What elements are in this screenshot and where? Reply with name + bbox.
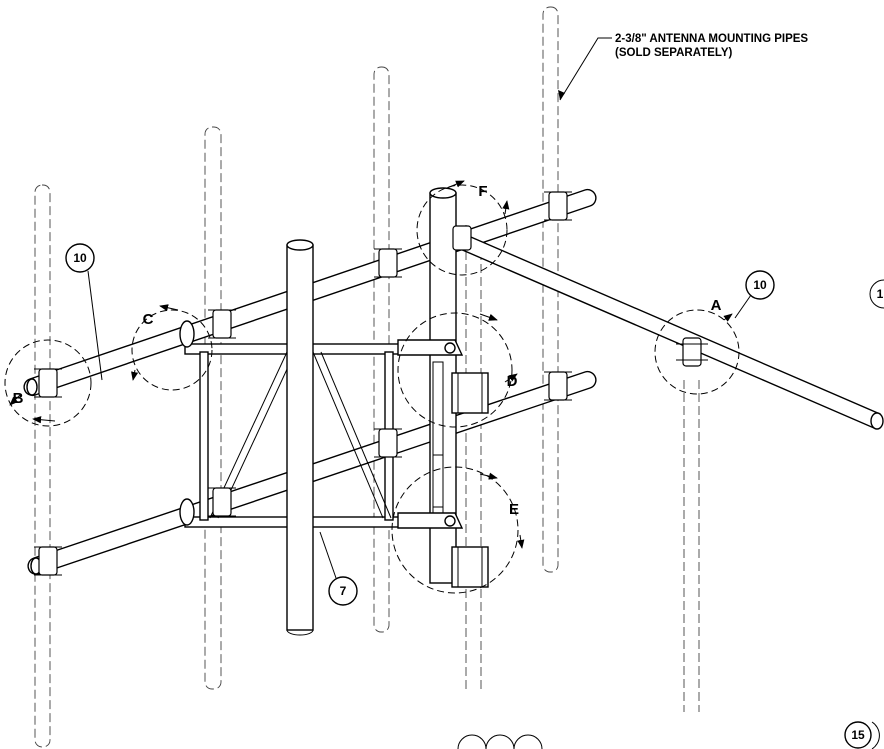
detail-label-f: F xyxy=(478,183,487,200)
callout-mast: 7 xyxy=(319,531,358,606)
antenna-mounting-pipes xyxy=(34,6,700,748)
callout-right-arm: 10 xyxy=(734,270,775,319)
detail-label-c: C xyxy=(143,311,154,328)
pipes-note: 2-3/8" ANTENNA MOUNTING PIPES (SOLD SEPA… xyxy=(558,33,808,101)
detail-label-a: A xyxy=(711,297,722,314)
rotation-arrows xyxy=(9,180,733,549)
svg-text:7: 7 xyxy=(340,584,347,598)
partial-callouts-bottom xyxy=(457,734,543,749)
callout-edge-right: 1 xyxy=(869,279,884,309)
note-line-1: 2-3/8" ANTENNA MOUNTING PIPES xyxy=(615,33,808,45)
detail-circles xyxy=(4,184,740,594)
svg-text:15: 15 xyxy=(851,728,865,742)
callout-bottom-right: 15 xyxy=(844,721,880,749)
detail-label-d: D xyxy=(507,373,518,390)
svg-text:10: 10 xyxy=(73,251,87,265)
svg-text:1: 1 xyxy=(877,287,884,301)
detail-label-e: E xyxy=(509,501,519,518)
svg-text:10: 10 xyxy=(753,278,767,292)
pipe-clamps xyxy=(34,191,708,576)
note-line-2: (SOLD SEPARATELY) xyxy=(615,47,733,59)
center-mast xyxy=(286,239,314,636)
side-brackets xyxy=(397,339,489,588)
detail-label-b: B xyxy=(13,390,24,407)
callout-left-arm: 10 xyxy=(65,243,103,381)
